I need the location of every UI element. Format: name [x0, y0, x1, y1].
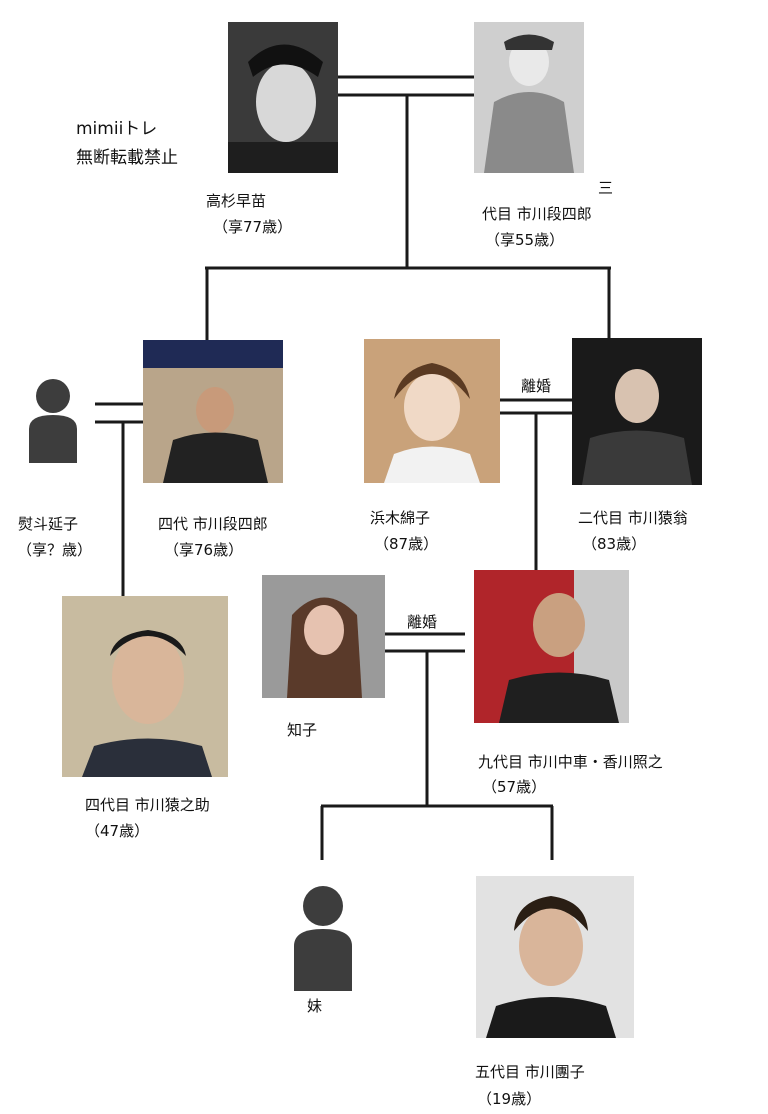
tomoko-photo — [262, 575, 385, 698]
chusha-age: （57歳） — [482, 778, 547, 796]
enoh-age: （83歳） — [582, 535, 647, 553]
danshiro4-photo — [143, 340, 283, 483]
danshiro4-age: （享76歳） — [164, 541, 244, 559]
ennosuke-age: （47歳） — [85, 822, 150, 840]
takasugi-age: （享77歳） — [213, 218, 293, 236]
chusha-name: 九代目 市川中車・香川照之 — [478, 753, 663, 771]
danko-age: （19歳） — [477, 1090, 542, 1108]
hamaki-name: 浜木綿子 — [370, 509, 431, 527]
ennosuke-name: 四代目 市川猿之助 — [85, 796, 210, 814]
watermark-line2: 無断転載禁止 — [76, 148, 178, 168]
divorce-label-2: 離婚 — [407, 613, 438, 631]
danko-name: 五代目 市川團子 — [475, 1063, 585, 1081]
enoh-photo — [572, 338, 702, 485]
noshi-silhouette-icon — [29, 379, 77, 463]
danshiro3-photo — [474, 22, 584, 173]
ennosuke-photo — [62, 596, 228, 777]
hamaki-age: （87歳） — [374, 535, 439, 553]
hamaki-photo — [364, 339, 500, 483]
imouto-silhouette-icon — [294, 886, 352, 991]
danshiro3-prefix: 三 — [598, 179, 614, 197]
imouto-name: 妹 — [307, 997, 323, 1015]
chusha-photo — [474, 570, 629, 723]
takasugi-photo — [228, 22, 338, 173]
danshiro4-name: 四代 市川段四郎 — [158, 515, 268, 533]
noshi-name: 熨斗延子 — [18, 515, 79, 533]
watermark-line1: mimiiトレ — [76, 119, 158, 139]
danshiro3-name: 代目 市川段四郎 — [482, 205, 592, 223]
danshiro3-age: （享55歳） — [485, 231, 565, 249]
enoh-name: 二代目 市川猿翁 — [578, 509, 688, 527]
divorce-label-1: 離婚 — [521, 377, 552, 395]
takasugi-name: 高杉早苗 — [206, 192, 267, 210]
danko-photo — [476, 876, 634, 1038]
noshi-age: （享？歳） — [17, 541, 93, 559]
tomoko-name: 知子 — [287, 721, 318, 739]
